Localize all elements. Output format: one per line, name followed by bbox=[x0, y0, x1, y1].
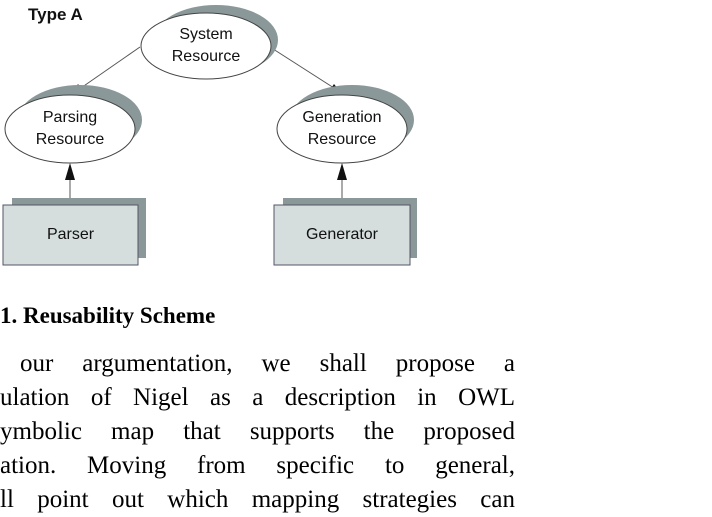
type-label: Type A bbox=[28, 5, 83, 24]
arrowhead-parser bbox=[65, 163, 75, 180]
paragraph-line: ulation of Nigel as a description in OWL bbox=[0, 384, 515, 411]
parser-node bbox=[2, 204, 139, 266]
reusability-diagram bbox=[2, 5, 417, 266]
parsing-resource-node bbox=[4, 94, 136, 164]
generation-resource-node bbox=[276, 94, 408, 164]
body-paragraph: our argumentation, we shall propose a ul… bbox=[0, 347, 515, 517]
parsing-resource-label: Parsing Resource bbox=[35, 109, 105, 148]
paragraph-line: ymbolic map that supports the proposed bbox=[0, 418, 515, 445]
figure-caption: 1. Reusability Scheme bbox=[0, 303, 216, 328]
edge-system-parsing bbox=[77, 46, 141, 91]
system-resource-label: System Resource bbox=[171, 26, 241, 65]
generator-node bbox=[273, 204, 411, 266]
paragraph-line: our argumentation, we shall propose a bbox=[20, 350, 515, 377]
paragraph-line: ll point out which mapping strategies ca… bbox=[0, 486, 515, 513]
system-resource-node bbox=[140, 12, 272, 80]
arrowhead-generator bbox=[337, 163, 347, 180]
generator-label: Generator bbox=[305, 226, 379, 243]
edge-system-generation bbox=[269, 46, 335, 89]
paragraph-line: ation. Moving from specific to general, bbox=[0, 452, 515, 479]
generation-resource-label: Generation Resource bbox=[302, 109, 382, 148]
parser-label: Parser bbox=[46, 226, 95, 243]
